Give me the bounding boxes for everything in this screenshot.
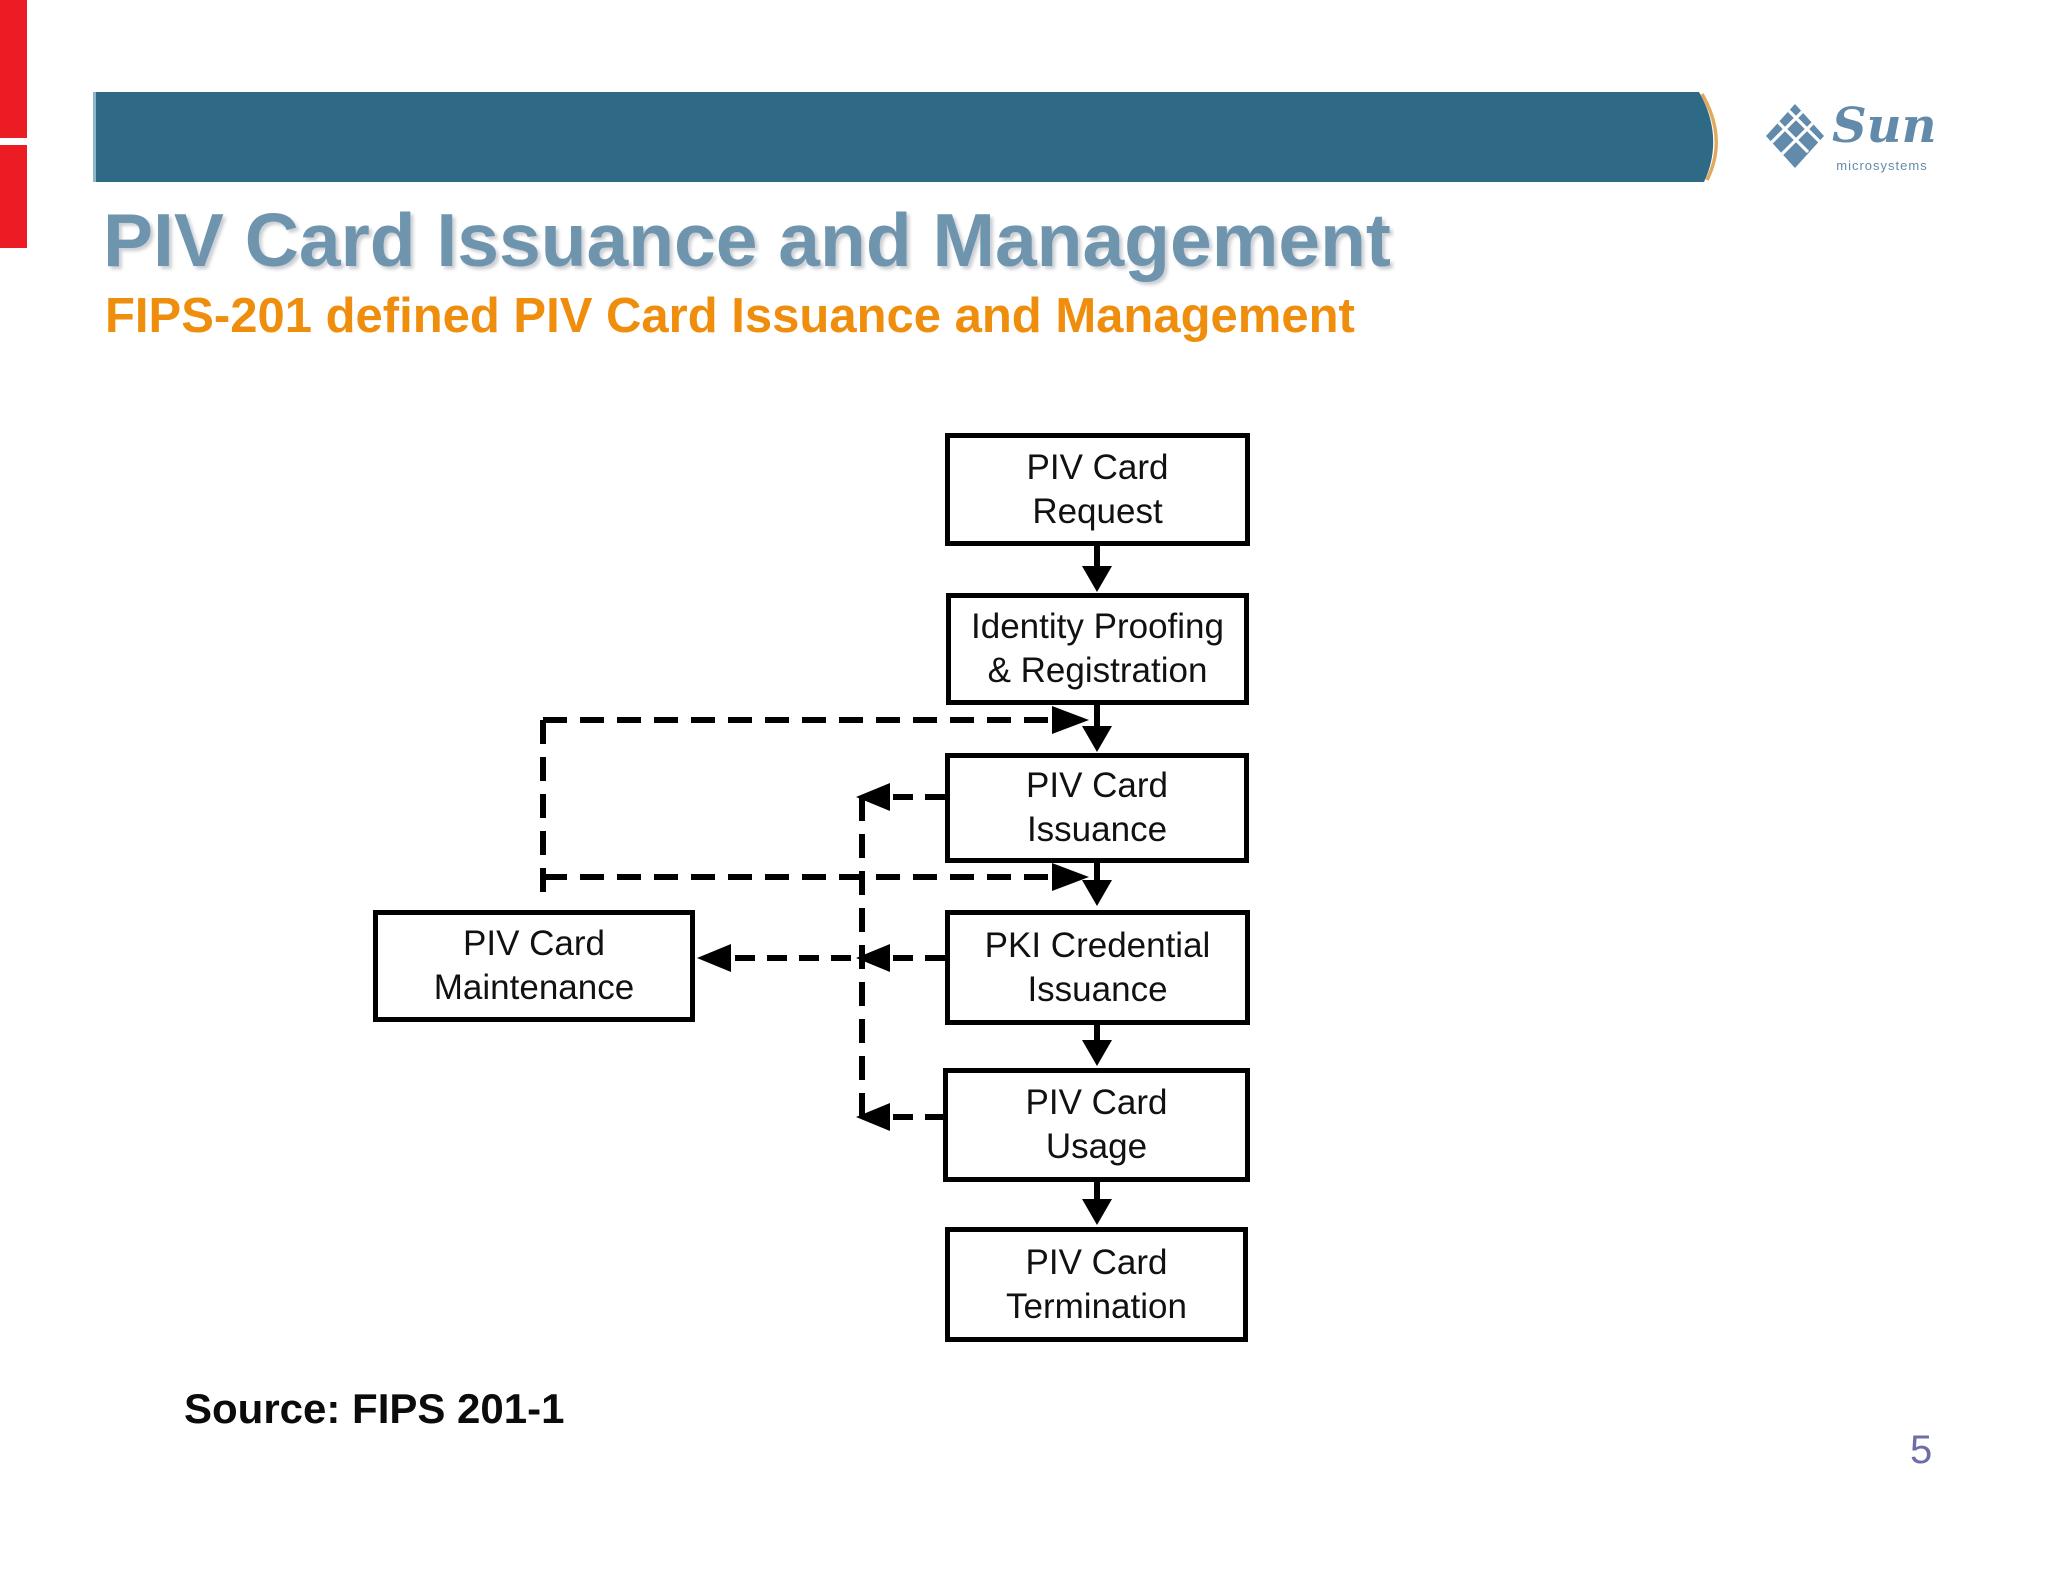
- header-bar-left-edge: [93, 92, 96, 182]
- red-edge-strip-bottom: [0, 145, 27, 248]
- flow-box-label-line: PIV Card: [463, 924, 605, 963]
- page-subtitle: FIPS-201 defined PIV Card Issuance and M…: [105, 289, 1355, 343]
- header-bar-shape: [93, 92, 1714, 182]
- flow-box-label-line: Issuance: [1026, 810, 1168, 849]
- header-bar: [93, 92, 1718, 182]
- page-title: PIV Card Issuance and Management: [103, 198, 1391, 282]
- header-bar-curve-accent: [1700, 93, 1718, 181]
- page-number: 5: [1910, 1428, 1933, 1472]
- flow-box-label-line: PIV Card: [1025, 1242, 1168, 1282]
- sun-microsystems-logo: Sun microsystems: [1762, 96, 1962, 186]
- flow-box-label-line: Identity Proofing: [971, 607, 1224, 646]
- flow-box-label-line: & Registration: [987, 651, 1208, 690]
- sun-diamond-icon: [1766, 104, 1824, 168]
- flow-box-label-line: Issuance: [1027, 969, 1168, 1009]
- flow-box-label-line: Usage: [1045, 1127, 1148, 1166]
- flow-box-identity-proofing-registration: Identity Proofing & Registration: [946, 593, 1249, 705]
- flow-box-label-line: PIV Card: [1025, 1083, 1168, 1122]
- red-edge-strip-top: [0, 0, 27, 138]
- sun-logo-wordmark: Sun: [1832, 98, 1937, 154]
- flow-box-label-line: Termination: [1006, 1286, 1187, 1326]
- source-note: Source: FIPS 201-1: [184, 1385, 565, 1432]
- sun-logo-subtext: microsystems: [1836, 158, 1928, 173]
- flow-box-label-line: PIV Card: [1026, 447, 1169, 487]
- flow-box-label-line: PIV Card: [1026, 766, 1168, 805]
- flow-box-label-line: Maintenance: [433, 968, 635, 1007]
- flow-box-label-line: PKI Credential: [984, 925, 1211, 965]
- flow-box-label-line: Request: [1032, 491, 1163, 531]
